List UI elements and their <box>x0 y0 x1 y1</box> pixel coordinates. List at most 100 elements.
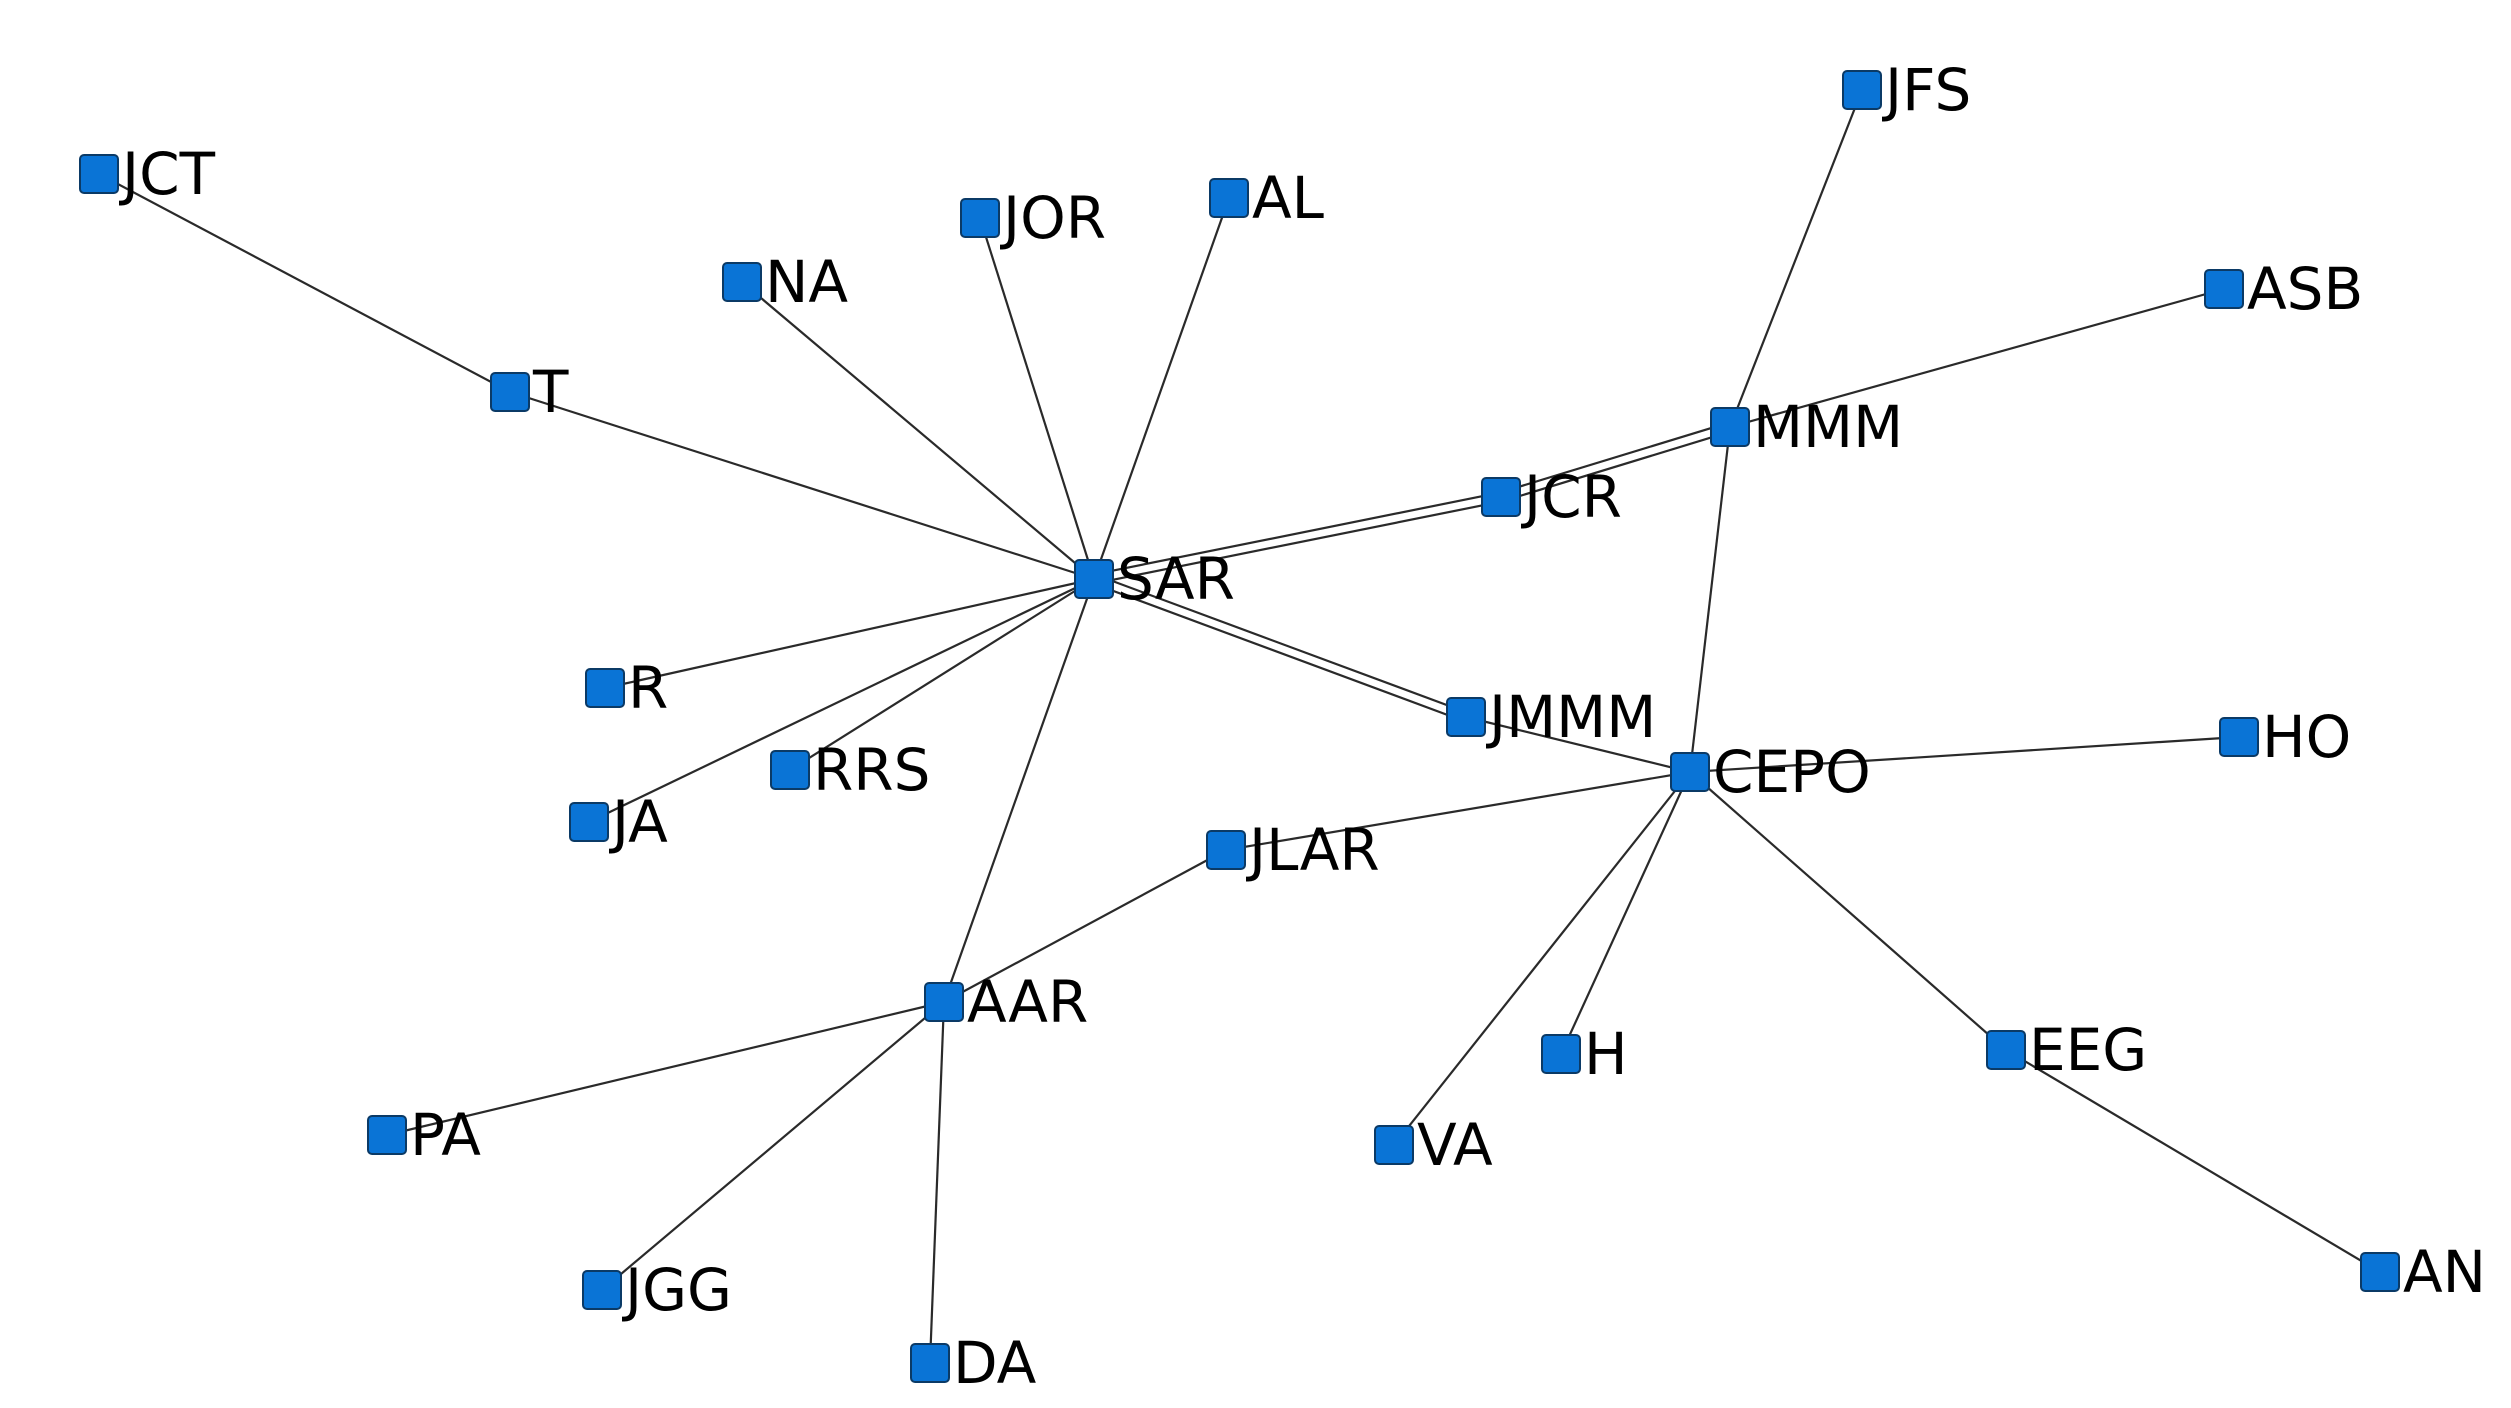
node-layer: JCT T NA JOR AL SAR R RRS JA JFS ASB MMM JCR JMMM CEPO… <box>79 56 2486 1397</box>
node-square-aar <box>924 982 964 1022</box>
edge-sar-jmmm <box>1095 573 1468 714</box>
edge-cepo-va <box>1393 771 1691 1146</box>
node-t: T <box>490 358 569 426</box>
node-label-mmm: MMM <box>1753 393 1903 461</box>
node-square-rrs <box>770 750 810 790</box>
node-square-ja <box>569 802 609 842</box>
node-square-pa <box>367 1115 407 1155</box>
node-jlar: JLAR <box>1206 816 1380 884</box>
node-h: H <box>1541 1020 1628 1088</box>
node-label-r: R <box>628 654 668 722</box>
node-label-jct: JCT <box>119 140 216 208</box>
edge-jor-sar <box>978 217 1096 580</box>
node-label-ho: HO <box>2262 703 2351 771</box>
node-label-sar: SAR <box>1117 545 1235 613</box>
node-square-jmmm <box>1446 697 1486 737</box>
node-jmmm: JMMM <box>1446 683 1656 751</box>
edge-jcr-mmm <box>1499 421 1730 494</box>
edge-cepo-jlar <box>1225 770 1691 852</box>
node-r: R <box>585 654 668 722</box>
node-label-na: NA <box>765 248 848 316</box>
edge-jfs-mmm <box>1728 89 1864 428</box>
edge-jct-t <box>98 173 511 393</box>
node-label-t: T <box>532 358 569 426</box>
node-jfs: JFS <box>1842 56 1971 124</box>
edge-al-sar <box>1092 197 1231 580</box>
node-label-aar: AAR <box>967 968 1088 1036</box>
node-label-pa: PA <box>410 1101 481 1169</box>
edge-aar-jgg <box>601 1001 945 1291</box>
edge-asb-mmm <box>1729 287 2225 429</box>
edge-cepo-eeg <box>1689 771 2007 1051</box>
edge-jcr-mmm <box>1501 430 1732 503</box>
node-ja: JA <box>569 788 668 856</box>
edge-sar-jmmm <box>1092 582 1465 723</box>
edge-mmm-cepo <box>1688 426 1732 773</box>
node-square-ho <box>2219 717 2259 757</box>
edge-rrs-sar <box>789 578 1095 771</box>
node-pa: PA <box>367 1101 481 1169</box>
node-square-t <box>490 372 530 412</box>
node-label-rrs: RRS <box>813 736 930 804</box>
node-label-va: VA <box>1417 1111 1493 1179</box>
node-mmm: MMM <box>1710 393 1903 461</box>
edge-eeg-an <box>2005 1049 2381 1273</box>
node-ho: HO <box>2219 703 2351 771</box>
edge-sar-aar <box>942 578 1096 1003</box>
node-asb: ASB <box>2204 255 2363 323</box>
edge-layer <box>98 89 2381 1364</box>
node-va: VA <box>1374 1111 1493 1179</box>
node-label-jmmm: JMMM <box>1486 683 1656 751</box>
node-square-al <box>1209 178 1249 218</box>
node-square-jgg <box>582 1270 622 1310</box>
node-square-jor <box>960 198 1000 238</box>
node-square-na <box>722 262 762 302</box>
node-square-sar <box>1074 559 1114 599</box>
node-cepo: CEPO <box>1670 738 1871 806</box>
node-square-asb <box>2204 269 2244 309</box>
node-jcr: JCR <box>1481 463 1622 531</box>
edge-sar-jcr <box>1092 491 1501 576</box>
edge-sar-jcr <box>1094 500 1503 585</box>
edge-r-sar <box>604 577 1095 690</box>
edge-jlar-aar <box>943 849 1227 1003</box>
node-square-va <box>1374 1125 1414 1165</box>
node-label-jfs: JFS <box>1882 56 1971 124</box>
node-label-asb: ASB <box>2247 255 2363 323</box>
edge-t-sar <box>509 390 1095 581</box>
node-square-jfs <box>1842 70 1882 110</box>
edge-na-sar <box>741 281 1095 580</box>
node-na: NA <box>722 248 848 316</box>
node-square-mmm <box>1710 407 1750 447</box>
node-square-da <box>910 1343 950 1383</box>
node-square-h <box>1541 1034 1581 1074</box>
node-label-jcr: JCR <box>1521 463 1622 531</box>
node-label-da: DA <box>953 1329 1037 1397</box>
node-label-cepo: CEPO <box>1713 738 1871 806</box>
node-square-eeg <box>1986 1030 2026 1070</box>
edge-aar-da <box>928 1001 946 1364</box>
edge-ja-sar <box>588 578 1095 823</box>
node-rrs: RRS <box>770 736 930 804</box>
edge-cepo-h <box>1559 771 1692 1055</box>
node-label-h: H <box>1584 1020 1628 1088</box>
node-square-cepo <box>1670 752 1710 792</box>
node-square-r <box>585 668 625 708</box>
node-da: DA <box>910 1329 1037 1397</box>
node-label-jor: JOR <box>1000 184 1106 252</box>
node-label-jlar: JLAR <box>1246 816 1380 884</box>
node-square-jct <box>79 154 119 194</box>
node-label-ja: JA <box>609 788 668 856</box>
node-label-eeg: EEG <box>2029 1016 2147 1084</box>
node-square-jcr <box>1481 477 1521 517</box>
node-square-an <box>2360 1252 2400 1292</box>
node-label-an: AN <box>2403 1238 2486 1306</box>
node-label-jgg: JGG <box>622 1256 732 1324</box>
node-sar: SAR <box>1074 545 1235 613</box>
node-label-al: AL <box>1252 164 1324 232</box>
node-jor: JOR <box>960 184 1106 252</box>
node-eeg: EEG <box>1986 1016 2147 1084</box>
node-an: AN <box>2360 1238 2486 1306</box>
node-square-jlar <box>1206 830 1246 870</box>
